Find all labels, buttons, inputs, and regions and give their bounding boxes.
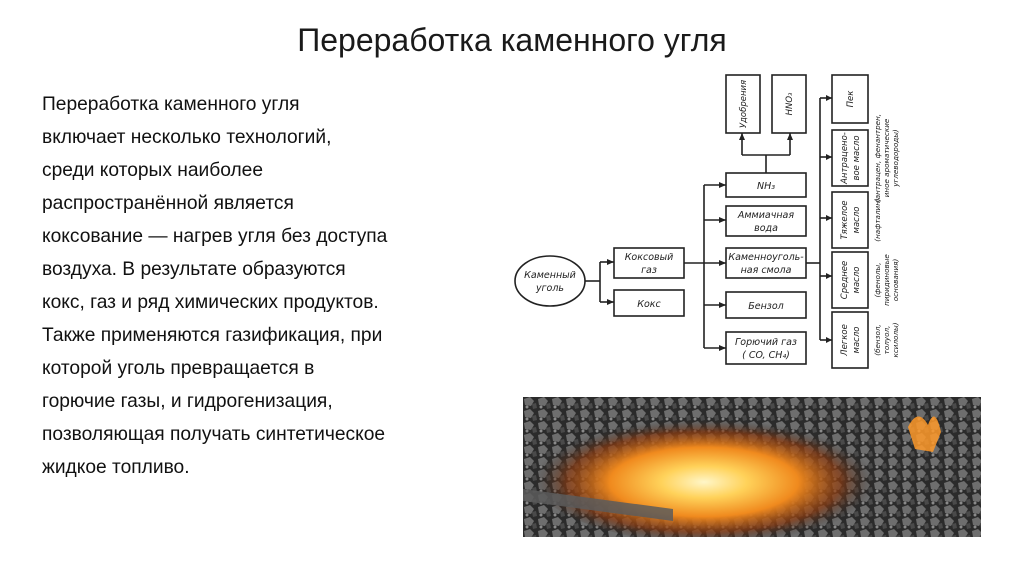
anthracene-note-3: углеводороды) [891,129,900,188]
root-label-1: Каменный [524,270,576,281]
heavy-oil-label-1: Тяжелое [840,200,850,239]
anthracene-note-1: (антрацен, фенантрен, [873,114,882,202]
pitch-node [831,74,869,124]
slide-title: Переработка каменного угля [297,22,727,58]
light-oil-node [831,311,869,369]
middle-oil-node [831,251,869,309]
heavy-oil-note: (нафталин) [873,198,882,242]
coal-processing-diagram: Каменный уголь Коксовый газ Кокс NH₃ Амм… [508,70,948,392]
anthracene-note-2: иное ароматические [882,118,891,197]
ammonia-water-label-1: Аммиачная [737,210,794,221]
burning-coal-photo [523,397,981,537]
fuel-gas-label-2: ( CO, CH₄) [742,350,790,361]
heavy-oil-label-2: масло [852,207,862,234]
light-oil-note-1: (бензол, [873,324,882,355]
middle-oil-label-2: масло [852,267,862,294]
ammonia-water-node [725,205,807,237]
light-oil-label-1: Легкое [840,324,850,357]
middle-oil-note-1: (фенолы, [873,262,882,297]
anthracene-oil-label-1: Антрацено- [840,132,850,185]
light-oil-note-3: ксилолы) [891,322,900,357]
fuel-gas-label-1: Горючий газ [735,337,797,348]
ammonia-water-label-2: вода [754,223,778,234]
benzene-label: Бензол [748,301,784,312]
hno3-label: HNO₃ [785,92,795,115]
root-label-2: уголь [535,283,564,294]
fertilizers-label: Удобрения [739,80,749,128]
diagram-svg: Каменный уголь Коксовый газ Кокс NH₃ Амм… [514,74,900,369]
nh3-label: NH₃ [757,181,775,192]
coal-tar-label-1: Каменноуголь- [728,252,804,263]
coke-gas-label-2: газ [641,265,657,276]
burning-coal-image [523,397,981,537]
middle-oil-note-2: пиридиновые [882,254,891,306]
coke-node [613,289,685,317]
pitch-label: Пек [846,90,856,108]
slide-body-text: Переработка каменного угля включает неск… [42,94,388,478]
light-oil-label-2: масло [852,327,862,354]
anthracene-oil-label-2: вое масло [852,135,862,180]
root-node [514,255,586,307]
coke-label: Кокс [637,299,661,310]
fertilizers-node [725,74,761,134]
middle-oil-note-3: основания) [891,259,900,302]
light-oil-note-2: толуол, [882,326,891,355]
middle-oil-label-1: Среднее [840,261,850,299]
heavy-oil-node [831,191,869,249]
anthracene-oil-node [831,129,869,187]
hno3-node [771,74,807,134]
coke-gas-label-1: Коксовый [625,252,674,263]
coal-tar-label-2: ная смола [741,265,792,276]
